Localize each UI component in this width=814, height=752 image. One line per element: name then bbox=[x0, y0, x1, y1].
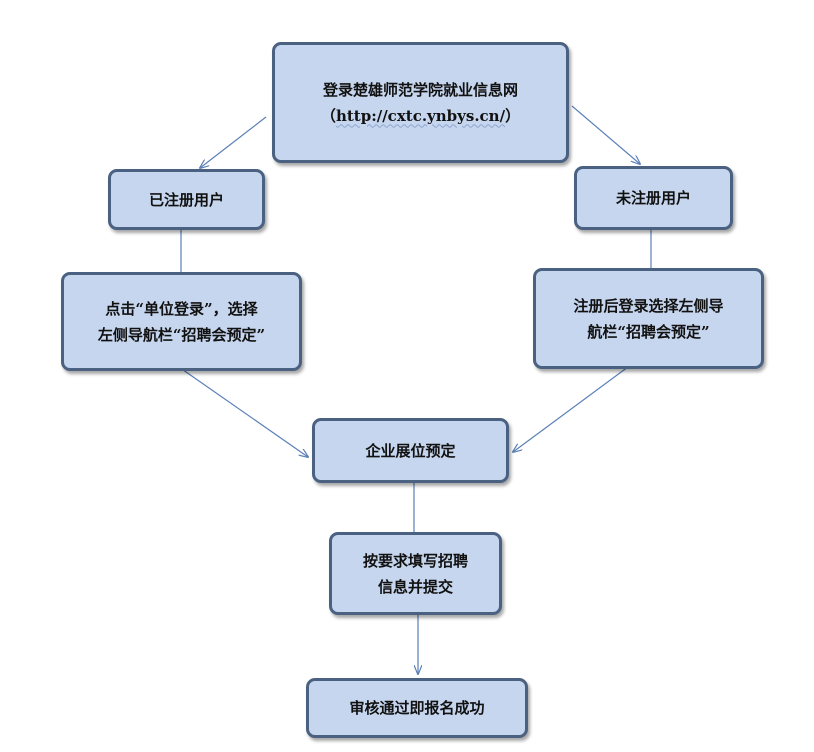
node-booth-reservation-label: 企业展位预定 bbox=[365, 441, 456, 460]
node-success: 审核通过即报名成功 bbox=[306, 678, 528, 738]
node-unregistered-user: 未注册用户 bbox=[574, 166, 733, 230]
node-success-label: 审核通过即报名成功 bbox=[349, 699, 485, 717]
arrow-right-step-to-booth bbox=[513, 363, 633, 452]
url-close-paren: ） bbox=[505, 106, 521, 125]
node-registered-user-label: 已注册用户 bbox=[148, 190, 224, 209]
arrow-top-to-registered bbox=[200, 116, 267, 168]
node-login-website: 登录楚雄师范学院就业信息网 （http://cxtc.ynbys.cn/） bbox=[272, 42, 569, 163]
node-registered-steps: 点击“单位登录”，选择 左侧导航栏“招聘会预定” bbox=[61, 272, 302, 371]
node-fill-form: 按要求填写招聘 信息并提交 bbox=[329, 532, 502, 615]
node-registered-user: 已注册用户 bbox=[108, 169, 265, 230]
node-registered-steps-line1: 点击“单位登录”，选择 bbox=[105, 299, 258, 318]
node-fill-form-line1: 按要求填写招聘 bbox=[362, 551, 468, 570]
website-url: http://cxtc.ynbys.cn/ bbox=[335, 106, 506, 125]
node-login-website-title: 登录楚雄师范学院就业信息网 bbox=[322, 80, 518, 99]
node-login-website-url-line: （http://cxtc.ynbys.cn/） bbox=[321, 103, 520, 129]
node-registered-steps-line2: 左侧导航栏“招聘会预定” bbox=[97, 325, 266, 344]
arrow-left-step-to-booth bbox=[175, 364, 308, 457]
node-unregistered-steps: 注册后登录选择左侧导 航栏“招聘会预定” bbox=[533, 268, 764, 369]
node-unregistered-steps-line1: 注册后登录选择左侧导 bbox=[573, 296, 724, 315]
node-fill-form-line2: 信息并提交 bbox=[377, 577, 453, 596]
arrow-top-to-unregistered bbox=[571, 105, 640, 164]
node-unregistered-steps-line2: 航栏“招聘会预定” bbox=[587, 322, 710, 341]
url-open-paren: （ bbox=[320, 106, 336, 125]
node-unregistered-user-label: 未注册用户 bbox=[615, 189, 691, 207]
node-booth-reservation: 企业展位预定 bbox=[312, 418, 509, 483]
